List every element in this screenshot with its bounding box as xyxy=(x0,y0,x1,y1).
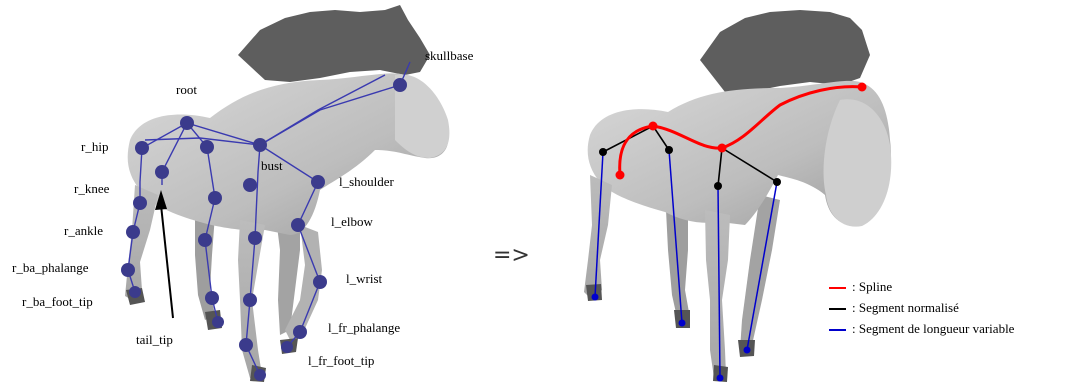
right-horse-mane xyxy=(700,10,870,92)
label-r-hip: r_hip xyxy=(81,139,108,155)
right-horse-near-front-leg xyxy=(705,210,730,378)
left-horse-mane xyxy=(238,5,430,82)
label-r-ba-foot-tip: r_ba_foot_tip xyxy=(22,294,93,310)
left-horse-model xyxy=(125,5,449,382)
label-l-elbow: l_elbow xyxy=(331,214,373,230)
label-root: root xyxy=(176,82,197,98)
label-r-ba-phalange: r_ba_phalange xyxy=(12,260,89,276)
label-tail-tip: tail_tip xyxy=(136,332,173,348)
label-l-wrist: l_wrist xyxy=(346,271,382,287)
legend-label-spline: : Spline xyxy=(852,279,892,295)
right-horse-model xyxy=(584,10,891,382)
label-l-fr-foot-tip: l_fr_foot_tip xyxy=(308,353,374,369)
label-skullbase: skullbase xyxy=(425,48,473,64)
label-r-ankle: r_ankle xyxy=(64,223,103,239)
label-bust: bust xyxy=(261,158,283,174)
legend-swatches xyxy=(829,288,846,330)
legend-label-normalised: : Segment normalisé xyxy=(852,300,959,316)
label-l-fr-phalange: l_fr_phalange xyxy=(328,320,400,336)
transform-arrow: => xyxy=(493,243,530,268)
label-r-knee: r_knee xyxy=(74,181,109,197)
legend-label-variable: : Segment de longueur variable xyxy=(852,321,1014,337)
label-l-shoulder: l_shoulder xyxy=(339,174,394,190)
